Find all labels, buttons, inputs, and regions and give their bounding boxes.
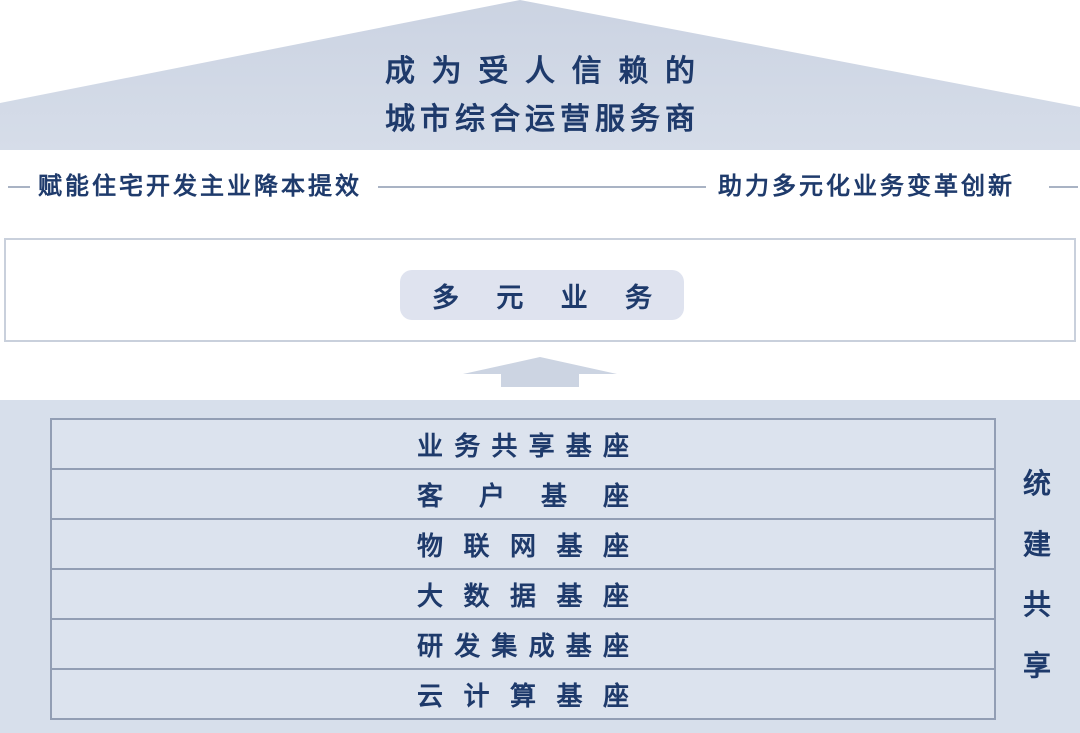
table-row: 物联网基座 [52,520,994,570]
table-row: 云计算基座 [52,670,994,718]
diversified-business-pill: 多元业务 [400,270,684,320]
base-row-label: 大数据基座 [417,580,629,611]
platform-base: 业务共享基座 客户基座 物联网基座 大数据基座 研发集成基座 云计算基座 统建共… [0,400,1080,733]
table-row: 研发集成基座 [52,620,994,670]
slogan-right-label: 助力多元化业务变革创新 [718,173,1015,200]
connector-line [378,186,706,188]
base-row-label: 物联网基座 [417,530,629,561]
base-row-label: 研发集成基座 [417,630,629,661]
side-label-vertical: 统建共享 [1022,468,1051,681]
left-dash-line [8,186,30,188]
diversified-business-label: 多元业务 [432,282,652,313]
table-row: 业务共享基座 [52,420,994,470]
table-row: 客户基座 [52,470,994,520]
vision-line-1: 成为受人信赖的 [385,55,695,88]
right-dash-line [1049,186,1078,188]
table-row: 大数据基座 [52,570,994,620]
base-table: 业务共享基座 客户基座 物联网基座 大数据基座 研发集成基座 云计算基座 [50,418,996,720]
diversified-business-box: 多元业务 [4,238,1076,342]
slogan-left-label: 赋能住宅开发主业降本提效 [38,173,362,200]
up-arrow-icon [463,357,617,387]
base-row-label: 业务共享基座 [417,430,629,461]
base-row-label: 云计算基座 [417,680,629,711]
vision-line-2: 城市综合运营服务商 [385,103,695,136]
base-row-label: 客户基座 [417,480,629,511]
